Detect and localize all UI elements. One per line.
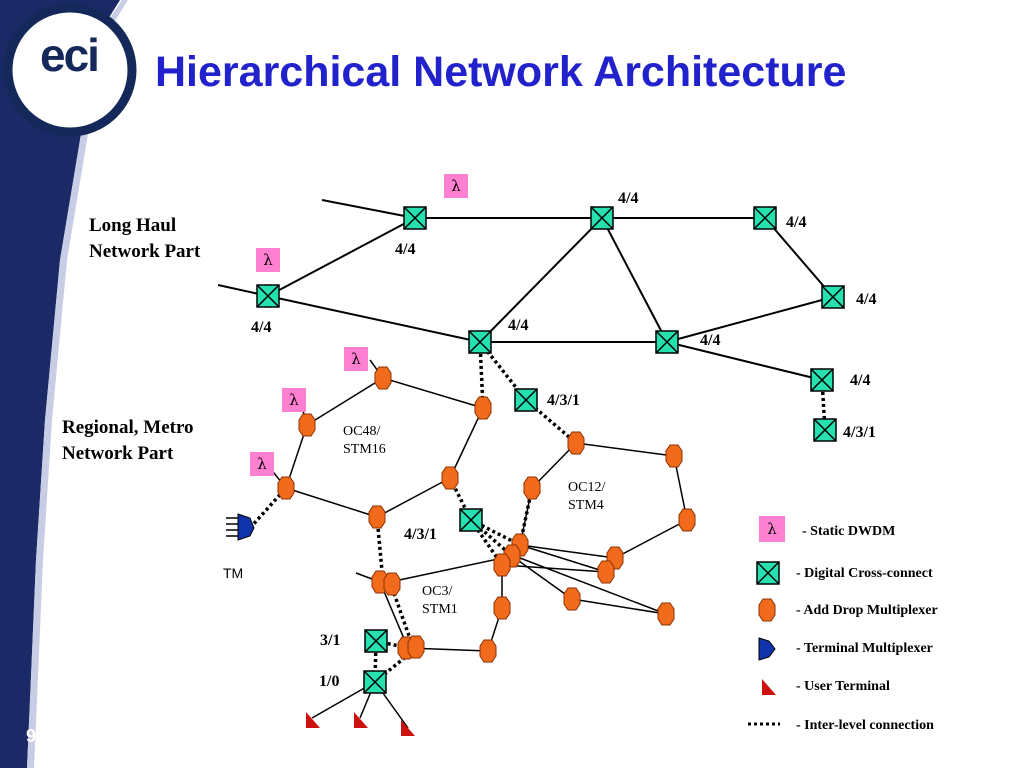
legend-inter-level: - Inter-level connection	[796, 718, 934, 733]
user-terminal-icon	[762, 679, 776, 695]
adm-nodes	[277, 366, 696, 663]
cross-connect-icon	[468, 330, 492, 354]
node-label: 4/4	[618, 190, 639, 207]
ring-label-oc3: OC3/ STM1	[422, 584, 458, 617]
legend-dwdm: - Static DWDM	[802, 524, 896, 539]
cross-connect-icon	[655, 330, 679, 354]
long-haul-links	[217, 199, 834, 381]
user-terminal-icon	[401, 720, 415, 736]
terminal-mux-icon	[758, 637, 776, 661]
adm-icon	[479, 639, 497, 663]
node-label: 4/3/1	[404, 526, 437, 543]
ring-label-oc12: OC12/ STM4	[568, 480, 606, 513]
legend-adm: - Add Drop Multiplexer	[796, 603, 938, 618]
cross-connect-icon	[459, 508, 483, 532]
dwdm-icon	[256, 248, 280, 272]
adm-icon	[298, 413, 316, 437]
dwdm-icon	[250, 452, 274, 476]
section-long-haul: Long Haul Network Part	[89, 215, 201, 262]
terminal-mux-icon	[237, 513, 255, 541]
ring-label-oc48: OC48/ STM16	[343, 424, 386, 457]
node-label: 3/1	[320, 632, 341, 649]
node-label: 4/4	[508, 317, 529, 334]
node-label: 4/4	[251, 319, 272, 336]
user-terminal-icon	[354, 712, 368, 728]
dwdm-icon	[444, 174, 468, 198]
user-terminal-icon	[306, 712, 320, 728]
page-number: 9	[26, 726, 37, 746]
legend-graphics: λ	[748, 516, 785, 726]
node-label: 4/4	[700, 332, 721, 349]
legend-user-terminal: - User Terminal	[796, 679, 890, 694]
node-label: 4/4	[856, 291, 877, 308]
adm-icon	[563, 587, 581, 611]
cross-connect-icon	[590, 206, 614, 230]
dwdm-icon	[344, 347, 368, 371]
terminal-mux	[226, 513, 255, 541]
cross-connect-icon	[256, 284, 280, 308]
adm-icon	[383, 572, 401, 596]
lambda-label: λ	[451, 177, 461, 195]
cross-connect-icon	[363, 670, 387, 694]
adm-icon	[407, 635, 425, 659]
adm-icon	[665, 444, 683, 468]
cross-connect-icon	[514, 388, 538, 412]
cross-connect-icon	[810, 368, 834, 392]
node-label: 4/4	[850, 372, 871, 389]
lambda-label: λ	[289, 391, 299, 409]
dwdm-nodes	[250, 174, 468, 476]
node-label: 4/3/1	[547, 392, 580, 409]
lambda-label: λ	[767, 520, 777, 538]
cross-connect-icon	[756, 561, 780, 585]
dwdm-icon	[282, 388, 306, 412]
page-title: Hierarchical Network Architecture	[155, 48, 847, 96]
legend-cross-connect: - Digital Cross-connect	[796, 566, 933, 581]
node-label: 4/4	[395, 241, 416, 258]
adm-icon	[523, 476, 541, 500]
adm-icon	[374, 366, 392, 390]
lambda-label: λ	[351, 350, 361, 368]
adm-icon	[277, 476, 295, 500]
adm-icon	[368, 505, 386, 529]
node-label: 4/4	[786, 214, 807, 231]
adm-icon	[597, 560, 615, 584]
tm-label: TM	[223, 565, 244, 581]
adm-icon	[657, 602, 675, 626]
section-regional: Regional, Metro Network Part	[62, 417, 194, 464]
logo-circle	[3, 3, 137, 137]
lambda-label: λ	[263, 251, 273, 269]
legend-terminal-mux: - Terminal Multiplexer	[796, 641, 933, 656]
cross-connect-icon	[403, 206, 427, 230]
cross-connect-icon	[753, 206, 777, 230]
node-label: 1/0	[319, 673, 340, 690]
user-terminals	[306, 712, 415, 736]
adm-icon	[678, 508, 696, 532]
adm-icon	[493, 596, 511, 620]
lambda-label: λ	[257, 455, 267, 473]
adm-icon	[441, 466, 459, 490]
node-label: 4/3/1	[843, 424, 876, 441]
adm-icon	[758, 598, 776, 622]
eci-logo: eci	[40, 29, 100, 81]
cross-connect-icon	[364, 629, 388, 653]
cross-connect-icon	[821, 285, 845, 309]
dwdm-icon	[759, 516, 785, 542]
cross-connect-icon	[813, 418, 837, 442]
adm-icon	[493, 553, 511, 577]
adm-icon	[567, 431, 585, 455]
adm-icon	[474, 396, 492, 420]
